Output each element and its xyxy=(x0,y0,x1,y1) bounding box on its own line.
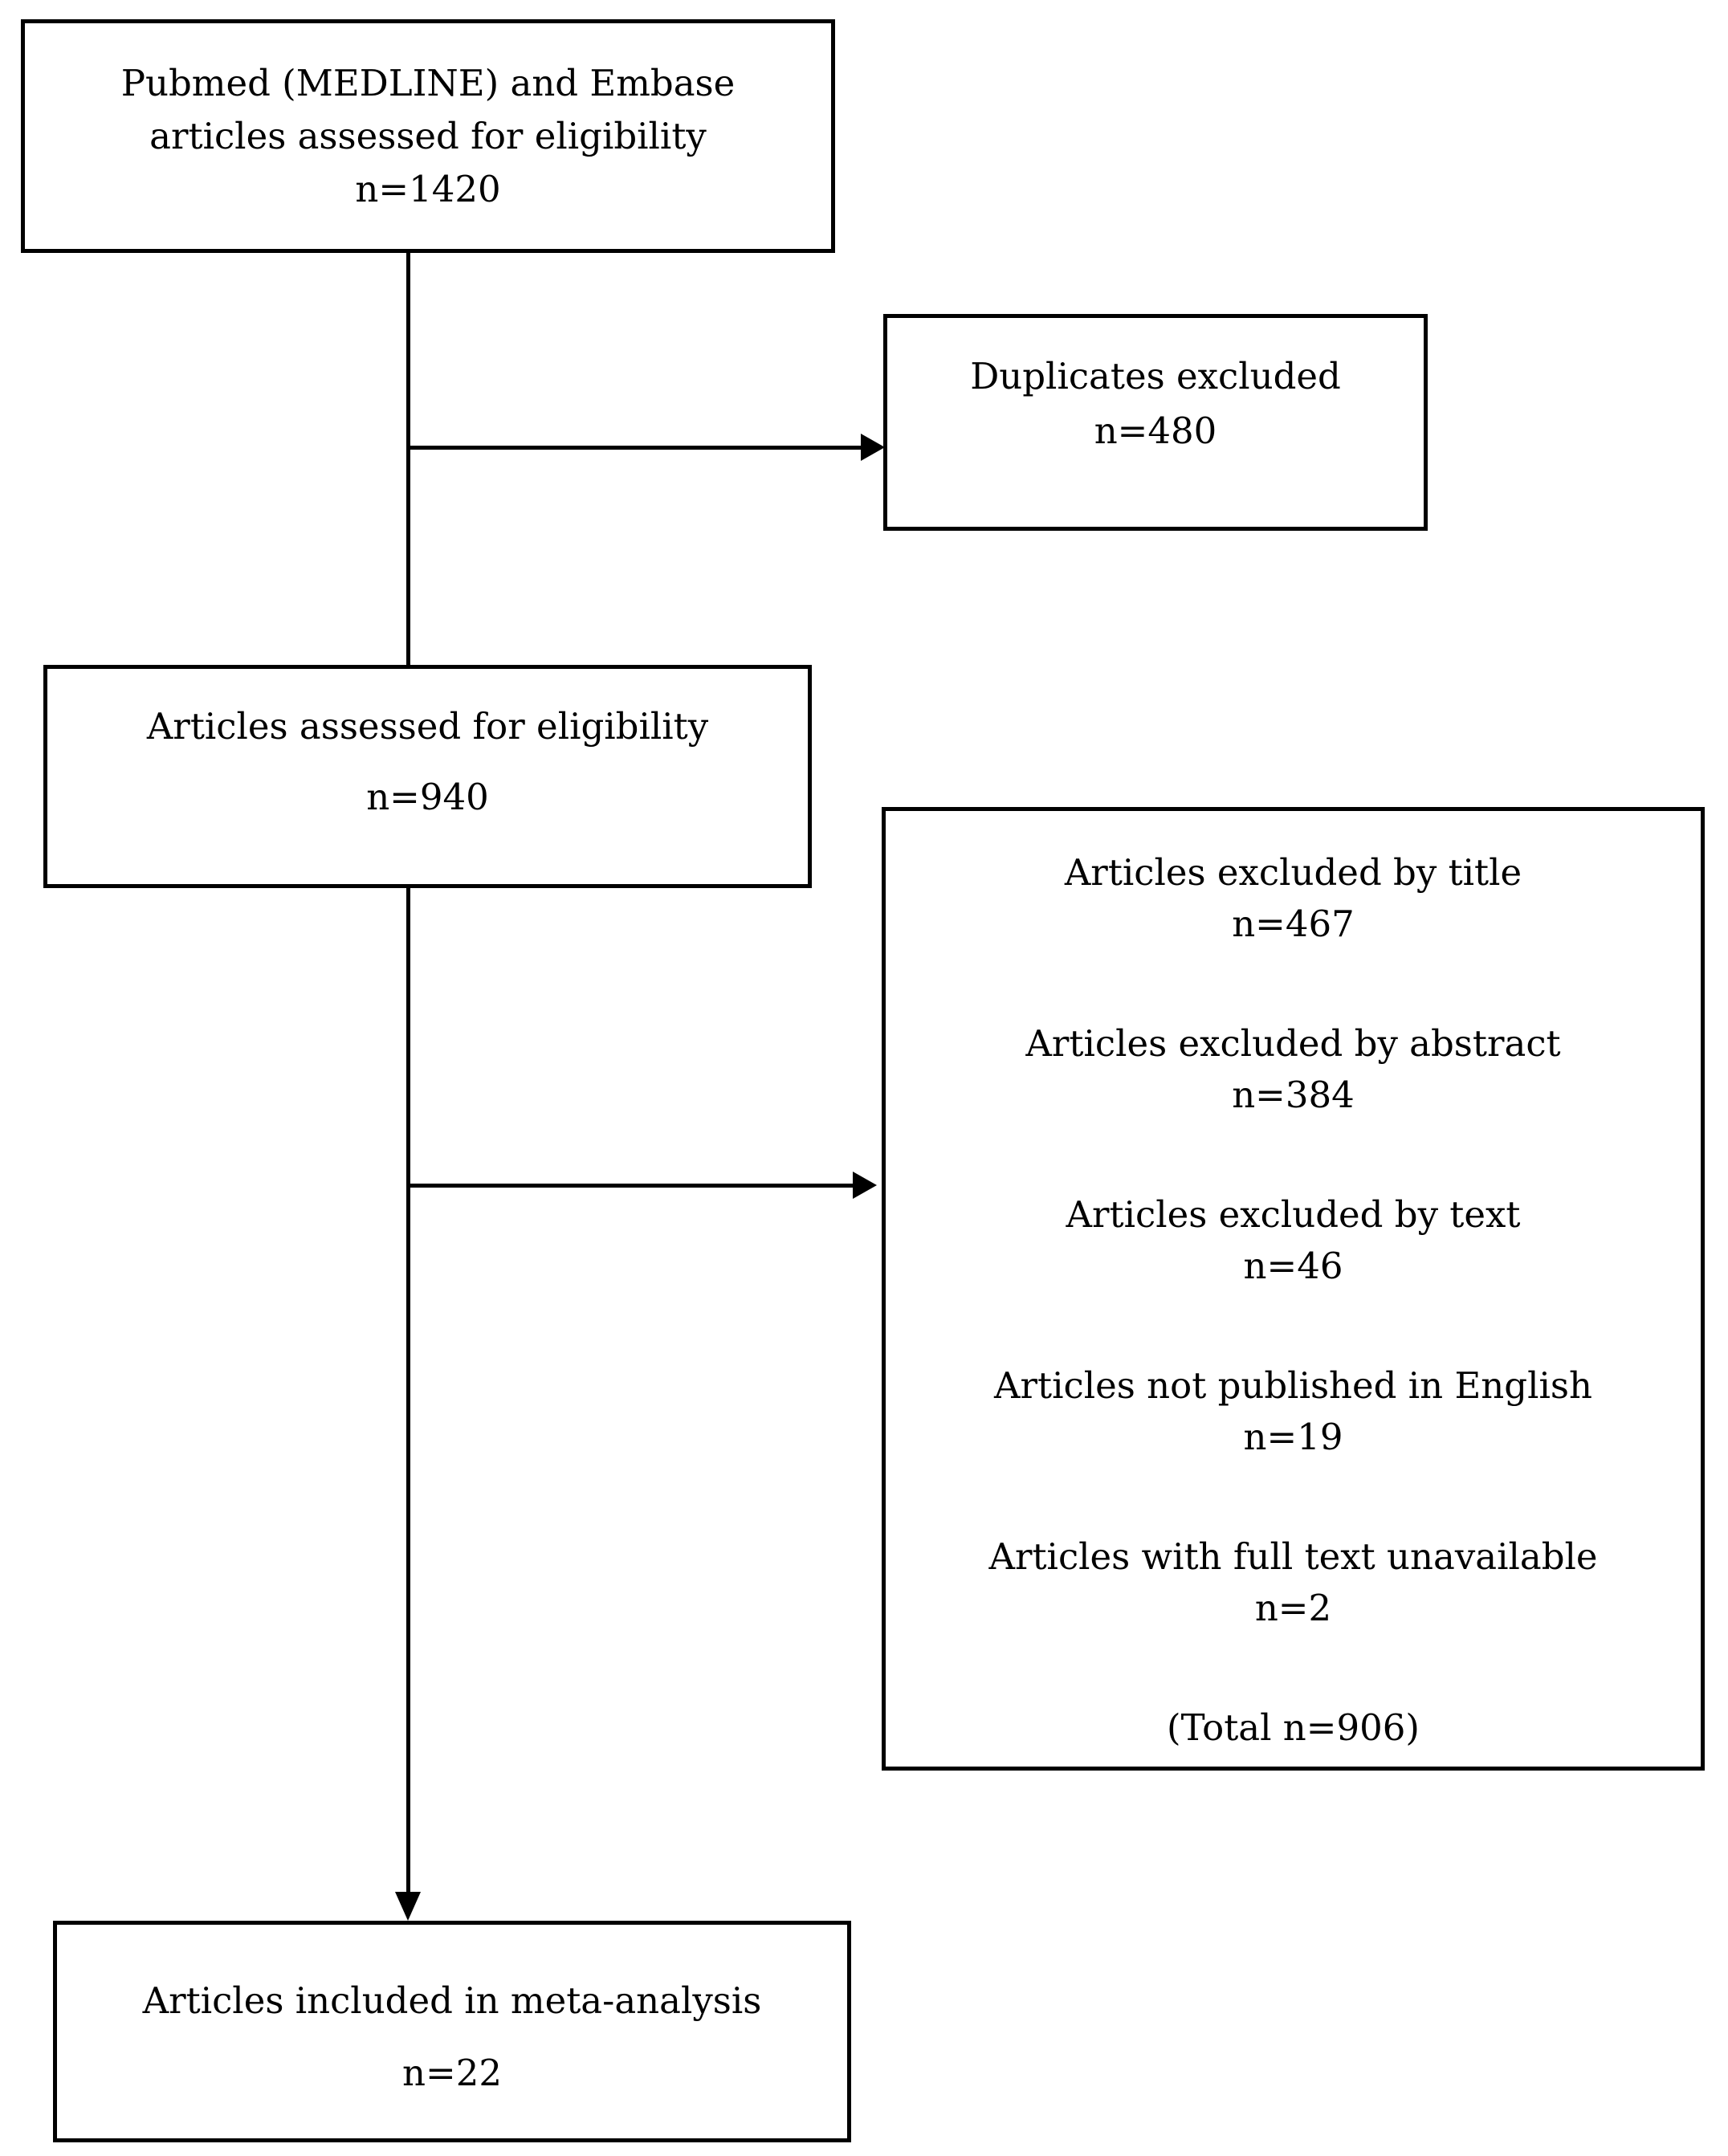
exclusion-item-label: Articles excluded by text xyxy=(1066,1193,1521,1236)
arrowhead-right-exclusions-icon xyxy=(853,1172,877,1199)
exclusion-item-count: n=467 xyxy=(1232,903,1355,945)
connector-assessed-to-included-line xyxy=(406,886,410,1893)
connector-source-to-assessed-line xyxy=(406,251,410,666)
flow-box-exclusions: Articles excluded by title n=467 Article… xyxy=(882,807,1705,1771)
included-label: Articles included in meta-analysis xyxy=(142,1979,762,2022)
exclusion-item: Articles with full text unavailable n=2 xyxy=(988,1531,1597,1634)
exclusion-item: Articles excluded by title n=467 xyxy=(1065,847,1522,950)
connector-to-duplicates-line xyxy=(406,446,862,450)
source-label-line2: articles assessed for eligibility xyxy=(149,114,707,157)
exclusion-item: Articles excluded by abstract n=384 xyxy=(1025,1018,1560,1121)
arrowhead-down-included-icon xyxy=(395,1892,421,1921)
connector-to-exclusions-line xyxy=(406,1184,854,1188)
exclusion-item-count: n=384 xyxy=(1232,1074,1355,1116)
flow-box-included: Articles included in meta-analysis n=22 xyxy=(53,1921,851,2142)
exclusion-item-label: Articles with full text unavailable xyxy=(988,1535,1598,1578)
arrowhead-right-duplicates-icon xyxy=(861,434,885,461)
exclusion-item: Articles not published in English n=19 xyxy=(994,1360,1592,1463)
exclusion-item-label: Articles excluded by title xyxy=(1064,851,1522,894)
flow-box-duplicates: Duplicates excluded n=480 xyxy=(883,314,1428,531)
exclusion-item-count: n=2 xyxy=(1254,1587,1332,1629)
source-count: n=1420 xyxy=(355,167,501,210)
flow-box-assessed: Articles assessed for eligibility n=940 xyxy=(43,665,812,888)
assessed-label: Articles assessed for eligibility xyxy=(146,705,709,748)
exclusion-item-count: n=19 xyxy=(1243,1416,1343,1458)
exclusions-total: (Total n=906) xyxy=(1167,1706,1420,1749)
source-label-line1: Pubmed (MEDLINE) and Embase xyxy=(120,61,736,104)
included-count: n=22 xyxy=(402,2052,502,2094)
assessed-count: n=940 xyxy=(366,776,489,818)
duplicates-count: n=480 xyxy=(1094,410,1217,452)
exclusion-item-count: n=46 xyxy=(1243,1245,1343,1287)
exclusion-item-label: Articles not published in English xyxy=(994,1364,1592,1407)
flow-box-source: Pubmed (MEDLINE) and Embase articles ass… xyxy=(21,19,835,253)
exclusion-item: Articles excluded by text n=46 xyxy=(1066,1189,1521,1292)
duplicates-label: Duplicates excluded xyxy=(970,355,1341,397)
exclusion-item-label: Articles excluded by abstract xyxy=(1025,1022,1561,1065)
